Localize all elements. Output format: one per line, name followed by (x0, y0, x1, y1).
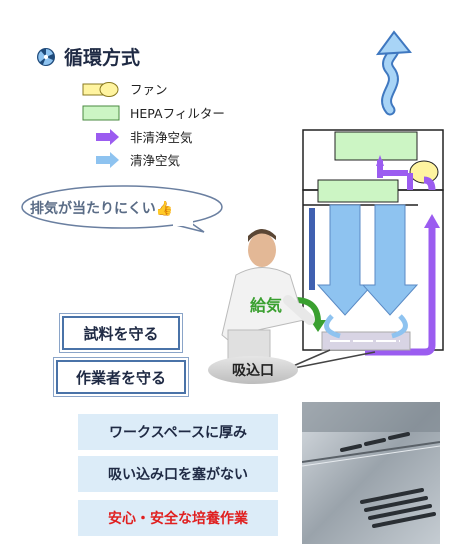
exhaust-hepa-filter (334, 131, 418, 161)
worktop-photo (302, 402, 440, 544)
supply-air-label: 給気 (250, 296, 283, 315)
speech-bubble-text: 排気が当たりにくい👍 (30, 201, 174, 217)
recirculation-flow (365, 155, 440, 356)
legend-dirty-air-label: 非清浄空気 (130, 130, 193, 145)
fan-blades-icon (37, 47, 55, 66)
supply-hepa-filter (317, 179, 399, 203)
dirty-air-arrow-icon (96, 128, 119, 145)
diagram-title: 循環方式 (36, 43, 140, 70)
protect-sample-label: 試料を守る (62, 316, 180, 350)
protect-worker-label: 作業者を守る (56, 360, 186, 394)
legend-hepa: HEPAフィルター (82, 103, 225, 122)
speech-bubble (21, 185, 223, 233)
feature-unblocked-intake: 吸い込み口を塞がない (78, 456, 278, 492)
clean-air-arrow-icon (96, 151, 119, 168)
feature-thick-workspace: ワークスペースに厚み (78, 414, 278, 450)
thumbs-up-icon: 👍 (155, 201, 174, 217)
title-text: 循環方式 (64, 47, 141, 69)
feature-safe-culture: 安心・安全な培養作業 (78, 500, 278, 536)
legend-hepa-label: HEPAフィルター (130, 106, 225, 121)
legend-fan: ファン (82, 79, 168, 98)
operator-figure (221, 229, 315, 371)
hepa-filter-icon (82, 105, 120, 120)
exhaust-arrow-icon (375, 30, 412, 116)
intake-label: 吸込口 (208, 356, 298, 384)
front-sash (309, 208, 315, 290)
fan-icon (82, 81, 119, 97)
clean-air-downflow (316, 204, 419, 316)
legend-clean-air-label: 清浄空気 (130, 153, 181, 168)
legend-clean-air: 清浄空気 (82, 150, 180, 169)
legend-fan-label: ファン (130, 82, 168, 97)
airflow-diagram (221, 30, 444, 371)
legend-dirty-air: 非清浄空気 (82, 127, 193, 146)
